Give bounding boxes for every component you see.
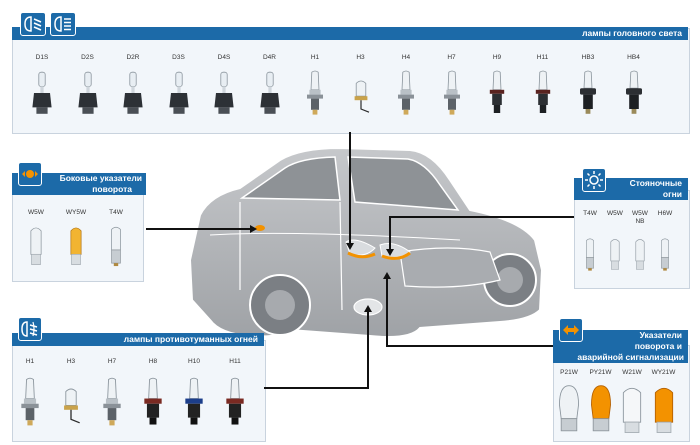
bulb-label: T4W xyxy=(109,209,123,216)
bulb-d4r xyxy=(259,71,280,114)
connector-fog-v-line xyxy=(367,312,369,388)
bulb-w5w xyxy=(30,227,42,265)
bulb-wy5w xyxy=(70,227,82,265)
bulb-label: D1S xyxy=(35,54,49,61)
headlamp-title: лампы головного света xyxy=(582,28,682,38)
hazard-arrows-icon xyxy=(559,318,583,342)
bulb-label: H3 xyxy=(356,54,365,61)
connector-parking-h-line xyxy=(389,216,574,218)
bulb-label: D2R xyxy=(126,54,140,61)
bulb-h1 xyxy=(307,70,323,115)
bulb-label: W5W NB xyxy=(632,210,648,225)
connector-turn-h-line xyxy=(386,345,553,347)
bulb-d2r xyxy=(123,71,143,114)
bulb-h3 xyxy=(354,80,369,113)
bulb-label: D4R xyxy=(262,54,276,61)
bulb-label: H11 xyxy=(229,358,241,365)
parking-title-line2: огни xyxy=(662,189,682,199)
bulb-label: H4 xyxy=(401,54,411,61)
bulb-label: H7 xyxy=(107,358,117,365)
bulb-py21w xyxy=(590,385,611,432)
bulb-label: P21W xyxy=(560,369,578,376)
connector-fog-arrow xyxy=(364,305,372,312)
fog-panel xyxy=(12,340,266,442)
bulb-label: H8 xyxy=(148,358,158,365)
bulb-label: PY21W xyxy=(589,369,612,376)
bulb-label: D4S xyxy=(217,54,231,61)
bulb-d4s xyxy=(214,71,234,114)
bulb-h4 xyxy=(398,70,414,115)
bulb-w5w-nb xyxy=(635,239,645,270)
bulb-label: HB4 xyxy=(627,54,640,61)
side-indicator-header: Боковые указатели поворота xyxy=(12,173,146,195)
bulb-h9 xyxy=(489,70,505,113)
bulb-h8 xyxy=(144,377,162,425)
bulb-label: HB3 xyxy=(581,54,595,61)
turn-signal-title-line3: аварийной сигнализации xyxy=(577,352,684,362)
bulb-h11 xyxy=(535,70,550,113)
bulb-label: H3 xyxy=(66,358,76,365)
bulb-wy21w xyxy=(654,387,673,433)
bulb-label: WY21W xyxy=(651,369,676,376)
bulb-t4w xyxy=(586,238,594,271)
connector-turn-v-line xyxy=(386,278,388,346)
fog-header: лампы противотуманных огней xyxy=(12,333,264,346)
parking-title-line1: Стояночные xyxy=(629,178,682,188)
bulb-label: W21W xyxy=(622,369,642,376)
connector-side-arrow xyxy=(250,225,257,233)
bulb-label: D3S xyxy=(172,54,185,61)
side-indicator-title-line1: Боковые указатели xyxy=(59,173,142,183)
bulb-label: W5W xyxy=(607,210,623,217)
fog-title: лампы противотуманных огней xyxy=(123,334,258,344)
bulb-w21w xyxy=(622,387,642,433)
bulb-label: D2S xyxy=(81,54,94,61)
connector-headlamp-line xyxy=(349,132,351,244)
bulb-label: H1 xyxy=(25,358,35,365)
connector-side-line xyxy=(146,228,251,230)
bulb-t4w xyxy=(111,226,121,267)
bulb-h3 xyxy=(64,388,80,424)
bulb-label: H9 xyxy=(492,54,502,61)
bulb-label: T4W xyxy=(583,210,597,217)
bulb-hb3 xyxy=(580,70,596,114)
bulb-label: H6W xyxy=(657,210,673,217)
headlamp-header: лампы головного света xyxy=(12,27,688,40)
bulb-h6w xyxy=(661,238,669,271)
connector-parking-v-line xyxy=(389,216,391,250)
bulb-h7 xyxy=(443,70,460,115)
parking-light-icon xyxy=(582,168,606,192)
bulb-d2s xyxy=(77,71,98,114)
high-beam-icon xyxy=(50,12,76,36)
connector-headlamp-arrow xyxy=(346,243,354,250)
bulb-h7 xyxy=(103,377,121,426)
bulb-label: W5W xyxy=(28,209,44,216)
bulb-h10 xyxy=(185,377,203,425)
connector-fog-h-line xyxy=(264,387,369,389)
turn-signal-title-line1: Указатели xyxy=(639,330,682,340)
car-illustration xyxy=(188,146,544,338)
bulb-label: H1 xyxy=(310,54,320,61)
bulb-label: WY5W xyxy=(65,209,87,216)
bulb-p21w xyxy=(559,385,579,432)
turn-signal-title-line2: поворота и xyxy=(634,341,682,351)
bulb-label: H11 xyxy=(536,54,549,61)
bulb-hb4 xyxy=(625,70,642,114)
bulb-d1s xyxy=(32,71,52,114)
bulb-w5w xyxy=(610,239,620,270)
bulb-label: H7 xyxy=(447,54,456,61)
bulb-h11 xyxy=(226,377,244,425)
fog-light-icon xyxy=(18,317,42,341)
side-indicator-icon xyxy=(18,162,42,186)
bulb-label: H10 xyxy=(188,358,200,365)
connector-parking-arrow xyxy=(386,249,394,256)
connector-turn-arrow xyxy=(383,272,391,279)
bulb-h1 xyxy=(21,377,39,426)
side-indicator-title-line2: поворота xyxy=(92,184,132,194)
bulb-d3s xyxy=(168,71,189,114)
low-beam-icon xyxy=(20,12,46,36)
